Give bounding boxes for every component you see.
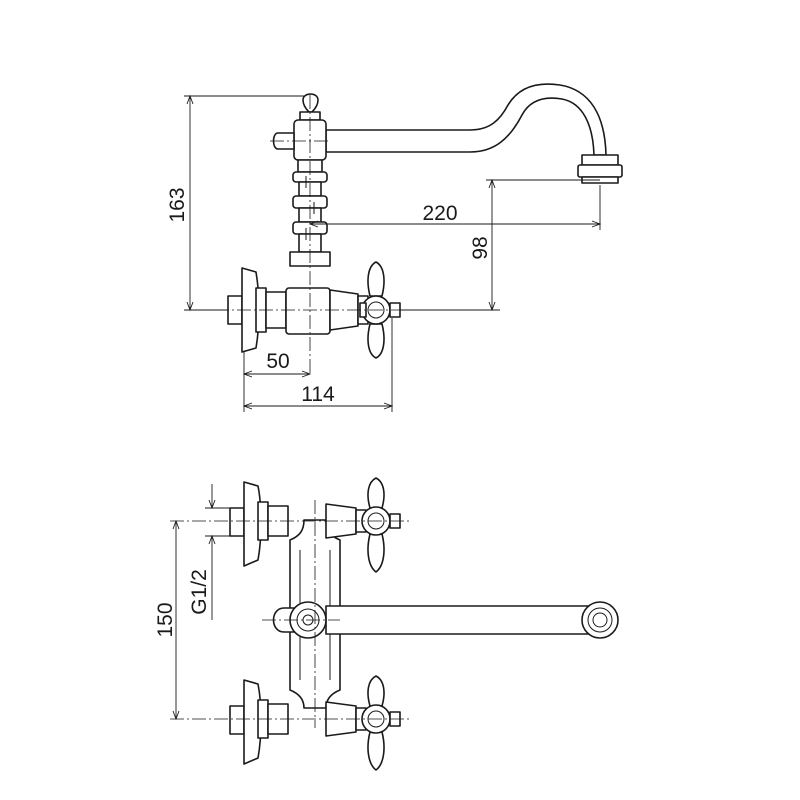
dim-drop-label: 98	[469, 236, 492, 259]
front-view: 150 G1/2	[154, 477, 619, 771]
dim-thread-label: G1/2	[188, 569, 211, 615]
spout	[325, 83, 623, 184]
dim-centers: 150	[154, 519, 180, 721]
dim-centers-label: 150	[154, 602, 177, 637]
lower-cross-handle	[361, 675, 401, 771]
side-view: 163 220 98 50 114	[166, 83, 623, 412]
dim-depth: 114	[242, 318, 394, 412]
dim-height: 163	[166, 94, 305, 312]
column	[272, 93, 331, 267]
dim-depth-label: 114	[301, 383, 335, 406]
spout-front	[325, 601, 619, 639]
dim-offset-label: 50	[266, 350, 289, 373]
dim-height-label: 163	[166, 187, 189, 222]
dim-offset: 50	[242, 350, 312, 412]
upper-valve	[229, 481, 367, 567]
dim-thread: G1/2	[188, 484, 232, 620]
dim-drop: 98	[400, 178, 600, 312]
dim-reach-label: 220	[422, 202, 457, 225]
upper-cross-handle	[361, 477, 401, 573]
dim-reach: 220	[308, 185, 602, 230]
